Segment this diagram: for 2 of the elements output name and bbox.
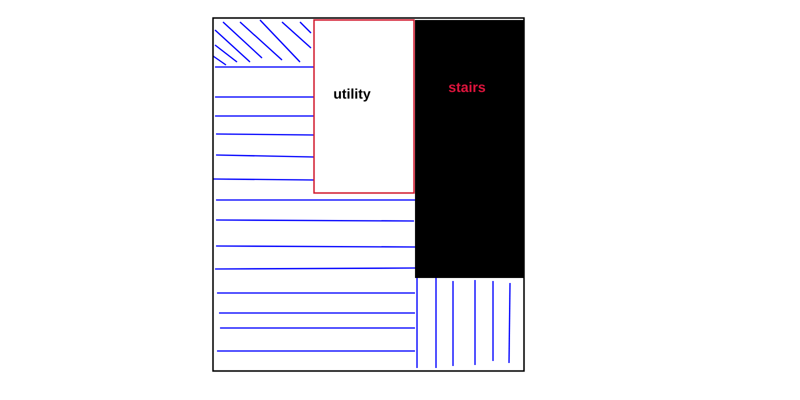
room-box: utility [313, 19, 415, 194]
stairs-block: stairs [415, 20, 524, 278]
